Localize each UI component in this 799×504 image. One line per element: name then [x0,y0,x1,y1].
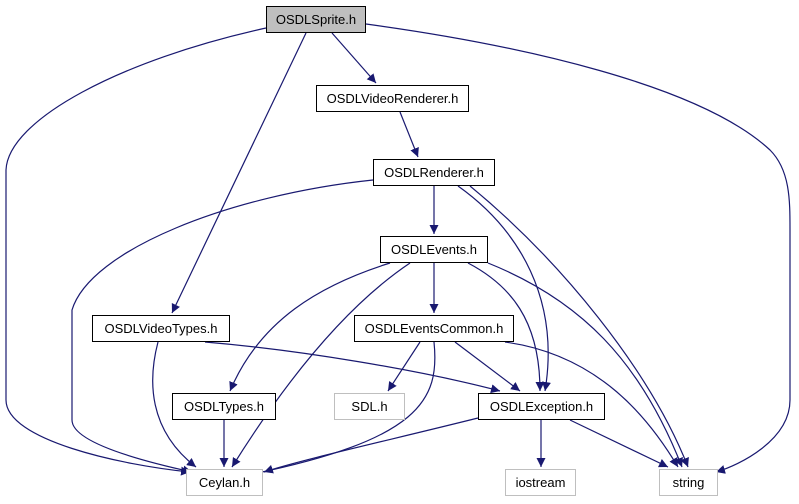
node-osdltypes-h[interactable]: OSDLTypes.h [172,393,276,420]
node-osdlsprite-h[interactable]: OSDLSprite.h [266,6,366,33]
node-osdlvideotypes-h[interactable]: OSDLVideoTypes.h [92,315,230,342]
edge-videotypes-to-ceylan [152,341,197,468]
edge-eventscommon-to-ceylan [247,341,436,478]
edge-exception-to-ceylan [263,417,479,474]
node-osdlexception-h[interactable]: OSDLException.h [478,393,605,420]
edge-videotypes-to-exception [204,341,501,394]
edge-events-to-exception [467,262,545,392]
edge-exception-to-string [569,419,669,468]
node-osdlrenderer-h[interactable]: OSDLRenderer.h [373,159,495,186]
edge-events-to-string [487,262,683,468]
node-sdl-h: SDL.h [334,393,405,420]
node-osdleventscommon-h[interactable]: OSDLEventsCommon.h [354,315,514,342]
edge-renderer-to-ceylan [71,179,374,475]
edge-eventscommon-to-string [504,341,679,468]
edge-eventscommon-to-sdl [387,341,421,392]
node-osdlvideorenderer-h[interactable]: OSDLVideoRenderer.h [316,85,469,112]
edge-sprite-to-videotypes [171,32,307,314]
edge-eventscommon-to-exception [454,341,521,392]
edge-renderer-to-string [469,185,689,468]
node-osdlevents-h[interactable]: OSDLEvents.h [380,236,488,263]
node-string: string [659,469,718,496]
edge-events-to-ceylan [231,262,411,468]
edge-sprite-to-string [365,23,791,474]
node-iostream: iostream [505,469,576,496]
edge-sprite-to-videorenderer [331,32,377,84]
node-ceylan-h: Ceylan.h [186,469,263,496]
edge-renderer-to-exception [457,185,551,392]
edge-sprite-to-ceylan [5,27,267,476]
edge-videorenderer-to-renderer [399,111,419,158]
edge-events-to-types [229,262,391,392]
